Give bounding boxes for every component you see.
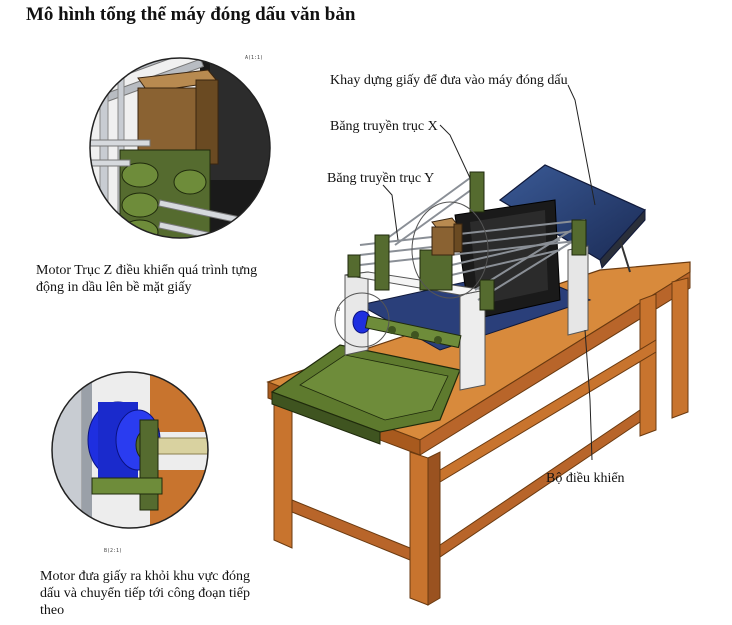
label-motor-out: Motor đưa giấy ra khỏi khu vực đóng dấu … bbox=[40, 568, 250, 619]
input-tray bbox=[498, 164, 646, 273]
detail-a-zoom bbox=[89, 57, 271, 239]
label-motor-out-line2: dấu và chuyển tiếp tới công đoạn tiếp bbox=[40, 586, 250, 601]
label-motor-out-line3: theo bbox=[40, 603, 65, 618]
label-input-tray: Khay dựng giấy để đưa vào máy đóng dấu bbox=[330, 73, 568, 88]
leader-lines bbox=[382, 84, 596, 461]
detail-b-marker-circle bbox=[334, 292, 390, 348]
label-belt-y: Băng truyền trục Y bbox=[327, 171, 435, 186]
out-motor-small bbox=[352, 310, 462, 349]
label-motor-z: Motor Trục Z điều khiển quá trình tựng đ… bbox=[36, 262, 257, 296]
detail-a-tag: A(1:1) bbox=[245, 55, 264, 61]
detail-b-zoom bbox=[51, 371, 209, 529]
rail-supports bbox=[347, 171, 587, 311]
label-belt-x: Băng truyền trục X bbox=[330, 119, 438, 134]
label-motor-z-line1: Motor Trục Z điều khiển quá trình tựng bbox=[36, 263, 258, 278]
detail-a-marker-circle bbox=[411, 201, 489, 299]
label-controller: Bộ điều khiển bbox=[546, 471, 625, 486]
label-motor-z-line2: động in dầu lên bề mặt giấy bbox=[36, 280, 192, 295]
page-title: Mô hình tổng thể máy đóng dấu văn bản bbox=[26, 4, 356, 25]
output-tray bbox=[270, 344, 461, 445]
detail-b-marker-tag: B bbox=[337, 307, 341, 313]
detail-b-tag: B(2:1) bbox=[104, 548, 123, 554]
label-motor-out-line1: Motor đưa giấy ra khỏi khu vực đóng bbox=[40, 569, 250, 584]
z-motor-small bbox=[431, 217, 463, 256]
